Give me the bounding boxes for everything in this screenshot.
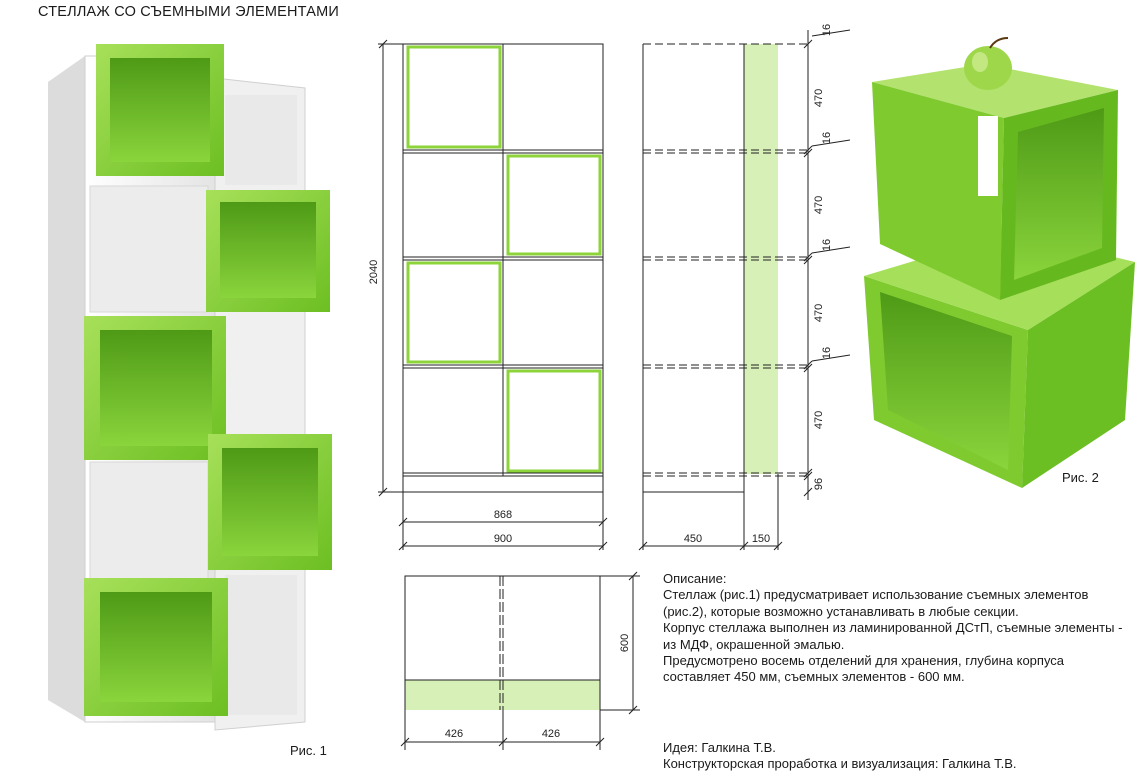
green-box-4 bbox=[208, 434, 332, 570]
dim-top-left-width: 426 bbox=[445, 728, 463, 740]
description-line-3: Предусмотрено восемь отделений для хране… bbox=[663, 653, 1065, 685]
page-title: СТЕЛЛАЖ СО СЪЕМНЫМИ ЭЛЕМЕНТАМИ bbox=[38, 4, 340, 20]
figure-2-caption: Рис. 2 bbox=[1062, 470, 1099, 485]
credits-idea: Идея: Галкина Т.В. bbox=[663, 740, 776, 755]
green-box-2 bbox=[206, 190, 330, 312]
dim-top-depth: 600 bbox=[619, 634, 631, 652]
figure-2-box-render bbox=[864, 37, 1135, 488]
description-heading: Описание: bbox=[663, 571, 727, 586]
description-line-2: Корпус стеллажа выполнен из ламинированн… bbox=[663, 620, 1123, 652]
dim-shelf-2: 16 bbox=[821, 132, 833, 144]
dim-outer-width: 900 bbox=[494, 533, 512, 545]
side-view-drawing bbox=[638, 29, 851, 551]
dim-shelf-4: 16 bbox=[821, 347, 833, 359]
dim-section-3: 470 bbox=[813, 304, 825, 322]
figure-1-caption: Рис. 1 bbox=[290, 743, 327, 758]
dim-section-1: 470 bbox=[813, 89, 825, 107]
dim-shelf-1: 16 bbox=[821, 24, 833, 36]
top-view-drawing bbox=[400, 571, 640, 750]
dim-section-2: 470 bbox=[813, 196, 825, 214]
description-block: Описание: Стеллаж (рис.1) предусматривае… bbox=[663, 571, 1133, 686]
dim-height: 2040 bbox=[368, 260, 380, 284]
dim-plinth: 96 bbox=[813, 478, 825, 490]
dim-insert-protrusion: 150 bbox=[752, 533, 770, 545]
dim-section-4: 470 bbox=[813, 411, 825, 429]
dim-body-depth: 450 bbox=[684, 533, 702, 545]
dim-shelf-3: 16 bbox=[821, 239, 833, 251]
green-box-5 bbox=[84, 578, 228, 716]
front-view-drawing bbox=[378, 39, 608, 551]
green-box-3 bbox=[84, 316, 226, 460]
green-box-1 bbox=[96, 44, 224, 176]
description-line-1: Стеллаж (рис.1) предусматривает использо… bbox=[663, 587, 1089, 619]
credits-block: Идея: Галкина Т.В. Конструкторская прора… bbox=[663, 740, 1143, 772]
dim-inner-width: 868 bbox=[494, 509, 512, 521]
figure-1-rack-render bbox=[48, 44, 332, 731]
credits-design: Конструкторская проработка и визуализаци… bbox=[663, 756, 1017, 771]
dim-top-right-width: 426 bbox=[542, 728, 560, 740]
